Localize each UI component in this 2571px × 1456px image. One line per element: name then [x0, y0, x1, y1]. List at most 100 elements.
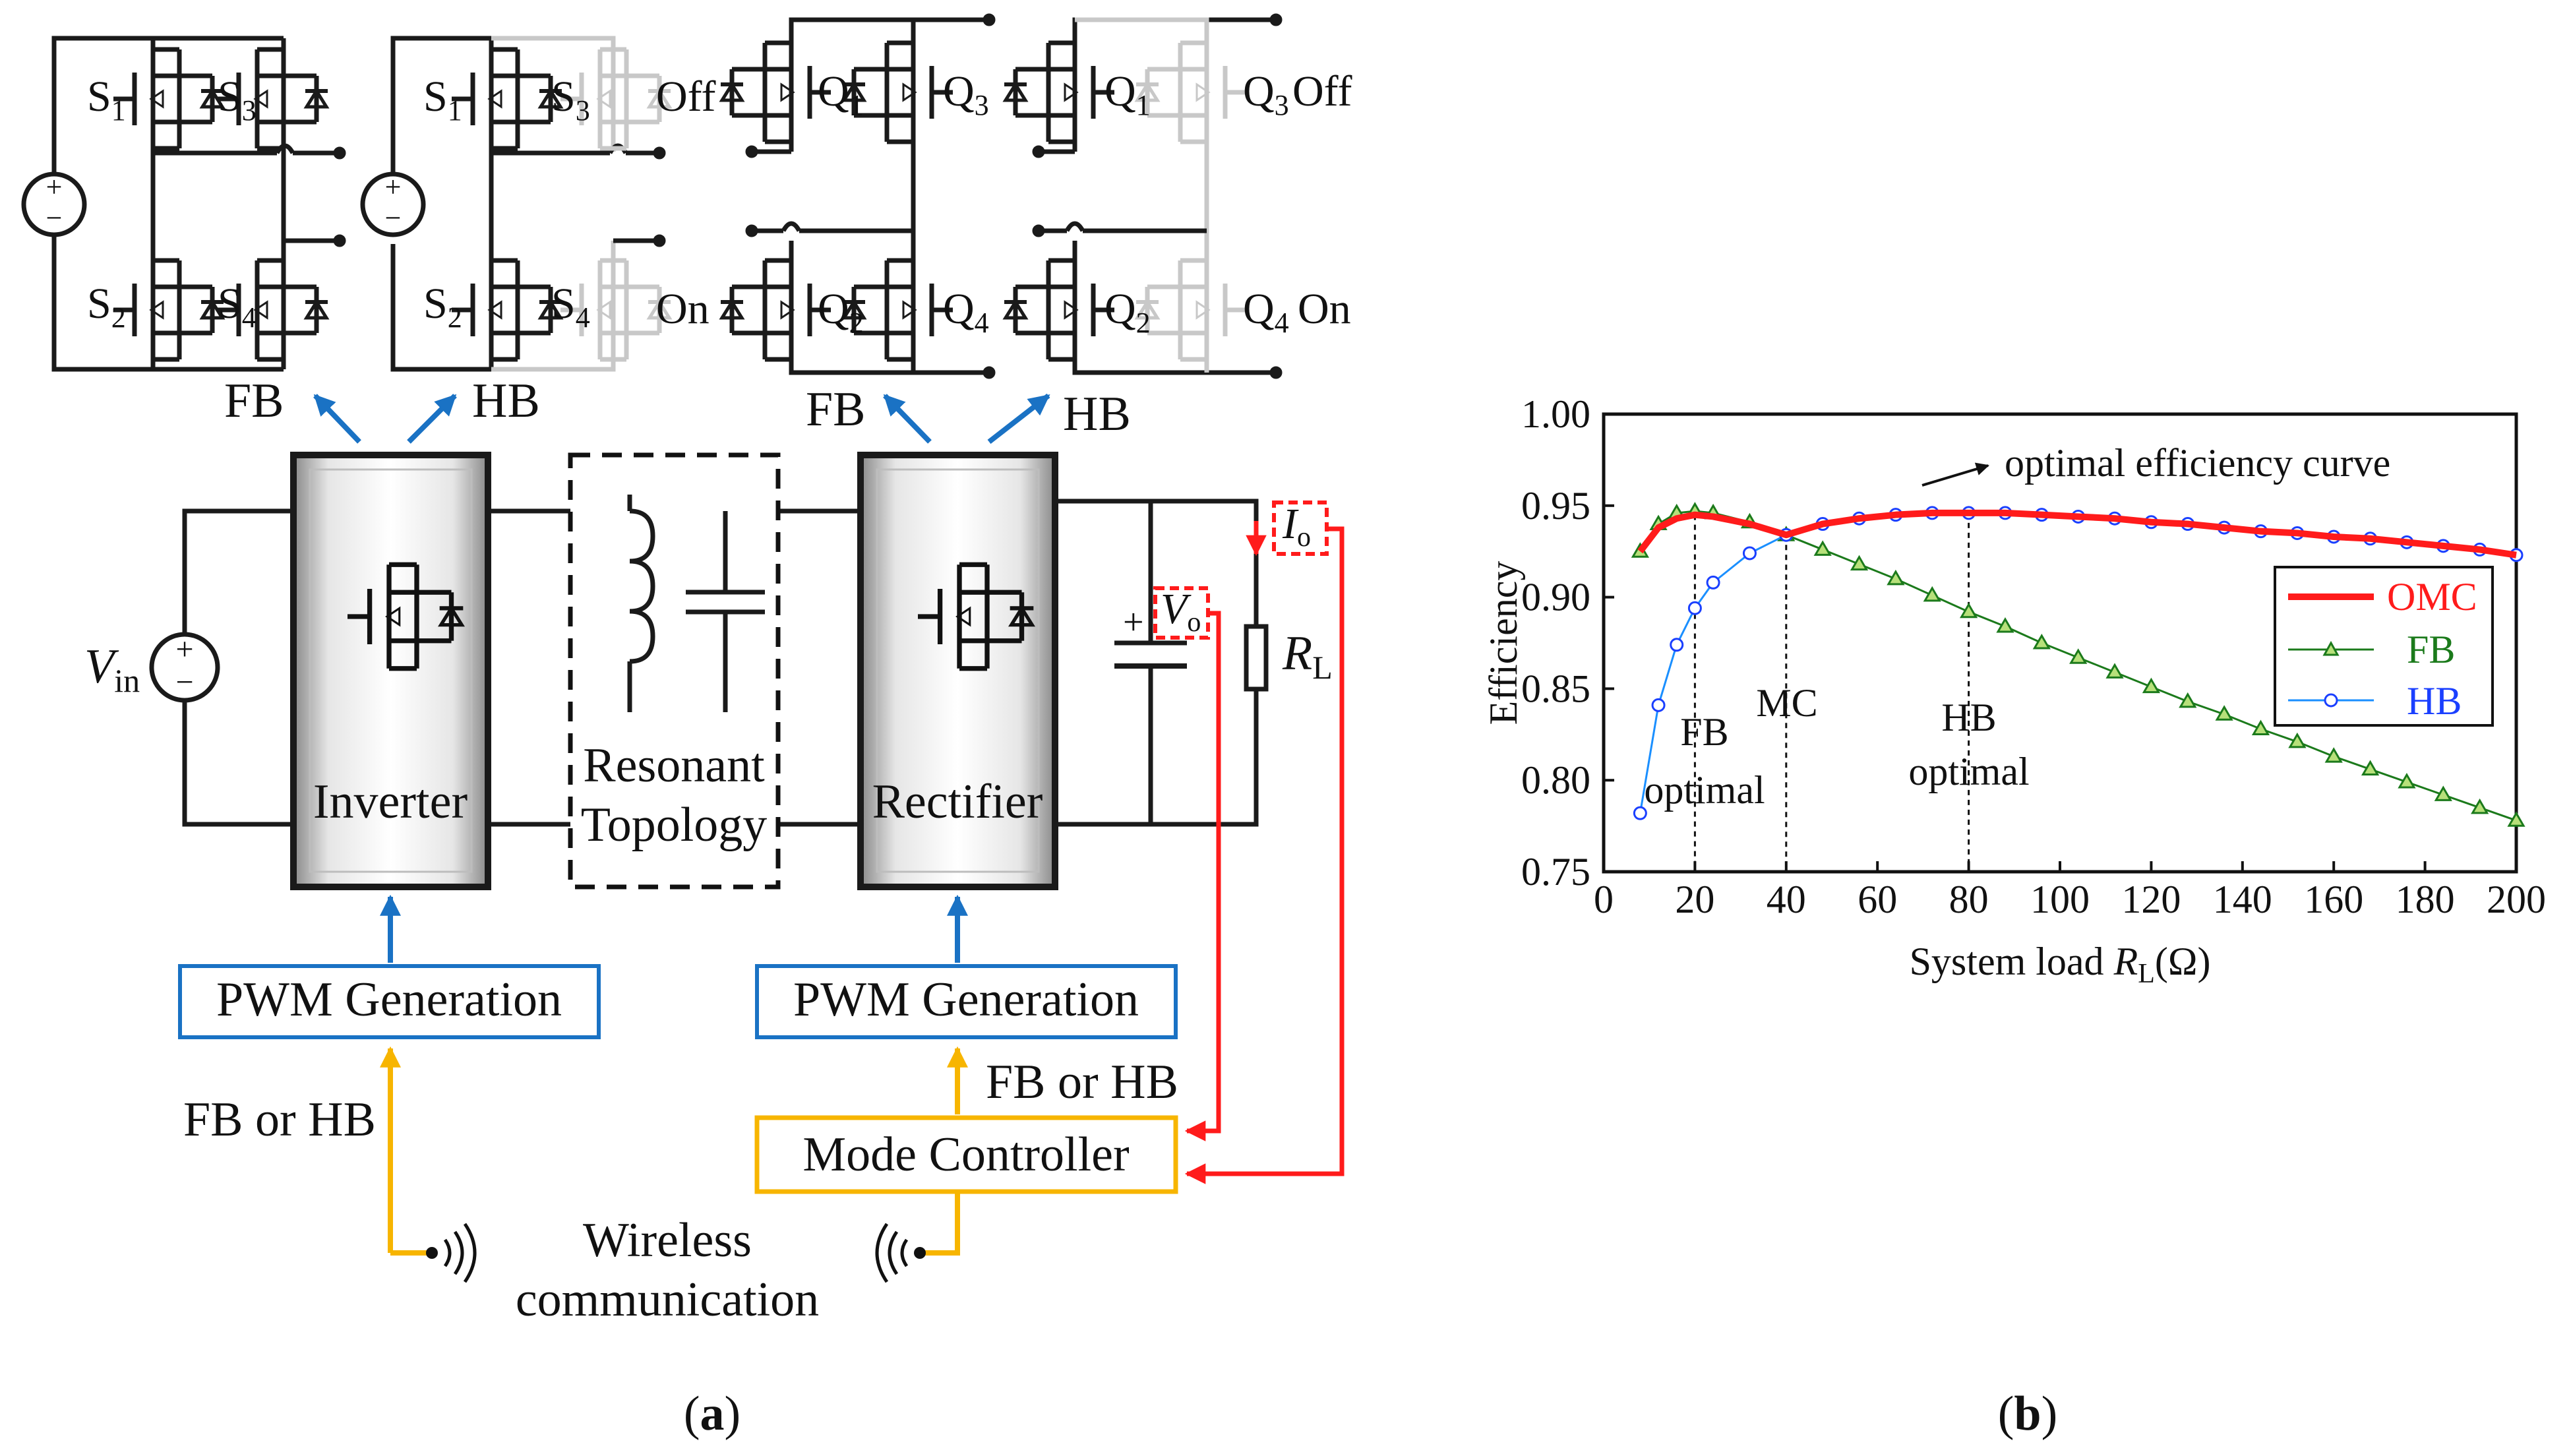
label-q2: Q2: [818, 285, 864, 339]
pwm-generation-left: [178, 964, 601, 1039]
fb-point: [1887, 569, 1905, 586]
svg-text:+: +: [385, 171, 402, 203]
label-s3: S3: [218, 73, 257, 127]
y-tick-label: 0.95: [1521, 484, 1590, 528]
wireless-line2: communication: [516, 1273, 819, 1327]
inverter-label: Inverter: [313, 775, 468, 829]
hb-optimal-line1: HB: [1941, 696, 1996, 739]
fb-rectifier-schematic: [721, 13, 996, 379]
caption-a: (a): [684, 1387, 741, 1441]
hb-point: [1651, 698, 1666, 712]
y-tick-label: 0.85: [1521, 667, 1590, 710]
x-tick-label: 20: [1675, 878, 1714, 921]
svg-text:+: +: [175, 632, 193, 667]
label-q4: Q4: [943, 285, 989, 339]
x-tick-label: 0: [1594, 878, 1614, 921]
arrow-to-hb-inverter: [407, 394, 457, 444]
x-tick-label: 160: [2304, 878, 2363, 921]
x-axis-label: System load RL(Ω): [1910, 940, 2211, 989]
io-feedback-line: [1184, 526, 1345, 1184]
y-tick-label: 0.75: [1521, 850, 1590, 894]
label-hb-rectifier: HB: [1063, 387, 1131, 441]
pwm-right-label: PWM Generation: [793, 973, 1139, 1027]
x-tick-label: 180: [2396, 878, 2455, 921]
fb-optimal-line2: optimal: [1644, 768, 1765, 812]
fb-point: [1959, 602, 1978, 619]
hb-inverter-schematic: [360, 36, 671, 372]
mode-controller-label: Mode Controller: [802, 1128, 1129, 1182]
hb-point: [1633, 806, 1647, 820]
pwm-generation-right: [755, 964, 1178, 1039]
hb-q4-state: On: [1298, 285, 1351, 333]
y-axis-ticks: 0.75 0.80 0.85 0.90 0.95 1.00: [1521, 392, 1614, 894]
optimal-curve-arrow: [1921, 462, 1989, 487]
caption-b: (b): [1998, 1387, 2057, 1441]
label-s2: S2: [87, 280, 126, 334]
label-hb-q2: Q2: [1104, 285, 1151, 339]
hb-q3-state: Off: [1292, 67, 1352, 115]
dc-source-left: + −: [21, 171, 87, 264]
io-measure: Io: [1246, 500, 1329, 557]
hb-point: [1742, 546, 1757, 561]
fb-point: [2324, 747, 2343, 763]
legend-omc: OMC: [2387, 575, 2477, 619]
y-tick-label: 0.80: [1521, 758, 1590, 802]
inverter-block: [290, 452, 491, 890]
label-hb-q4: Q4: [1243, 285, 1289, 339]
fb-inverter-schematic: [51, 36, 346, 372]
series-omc-line: [1637, 509, 2517, 559]
x-tick-label: 40: [1767, 878, 1806, 921]
svg-text:−: −: [385, 202, 402, 234]
mode-controller-box: [754, 1115, 1178, 1194]
legend: OMC FB HB: [2274, 566, 2494, 727]
wireless-line1: Wireless: [583, 1213, 752, 1267]
x-tick-label: 140: [2213, 878, 2272, 921]
fb-point: [2507, 811, 2526, 827]
hb-rectifier-schematic: [1004, 13, 1283, 379]
fb-point: [2142, 677, 2161, 694]
optimal-curve-label: optimal efficiency curve: [2005, 441, 2390, 485]
y-tick-label: 0.90: [1521, 576, 1590, 619]
optimal-guide-lines: [1693, 512, 1970, 872]
x-tick-label: 200: [2487, 878, 2546, 921]
antenna-right-icon: [875, 1223, 926, 1283]
legend-fb: FB: [2407, 628, 2455, 671]
resonant-label-line2: Topology: [581, 798, 768, 852]
rectifier-label: Rectifier: [872, 775, 1043, 829]
rl-label: RL: [1282, 626, 1333, 686]
fb-point: [2251, 719, 2270, 735]
label-q1: Q1: [818, 67, 864, 121]
label-hb-s1: S1: [423, 73, 462, 127]
x-tick-label: 120: [2121, 878, 2181, 921]
yellow-wire-right: [923, 1192, 960, 1256]
output-stage: +: [1055, 499, 1269, 827]
label-hb-inverter: HB: [472, 374, 540, 428]
resonant-label-line1: Resonant: [583, 739, 765, 793]
hb-s4-state: On: [656, 285, 710, 333]
fb-point: [2288, 732, 2307, 748]
x-tick-label: 80: [1949, 878, 1989, 921]
fb-point: [2398, 772, 2416, 789]
vo-label: Vo: [1161, 585, 1201, 638]
label-s1: S1: [87, 73, 126, 127]
fb-point: [2215, 705, 2233, 721]
label-hb-q1: Q1: [1104, 67, 1151, 121]
fb-point: [2032, 634, 2051, 650]
label-hb-s2: S2: [423, 280, 462, 334]
hb-point: [1687, 601, 1702, 615]
fb-point: [1850, 555, 1869, 571]
vo-measure: Vo: [1153, 585, 1210, 640]
y-tick-label: 1.00: [1521, 392, 1590, 436]
fb-optimal-line1: FB: [1680, 710, 1728, 754]
label-fb-inverter: FB: [224, 374, 284, 428]
x-tick-label: 100: [2030, 878, 2090, 921]
label-fb-rectifier: FB: [806, 382, 866, 437]
arrow-to-fb-rectifier: [883, 394, 932, 444]
y-axis-label: Efficiency: [1482, 561, 1525, 725]
label-hb-s3: S3: [551, 73, 590, 127]
fb-point: [2471, 798, 2489, 814]
hb-optimal-line2: optimal: [1908, 750, 2029, 793]
fb-point: [1923, 586, 1941, 602]
